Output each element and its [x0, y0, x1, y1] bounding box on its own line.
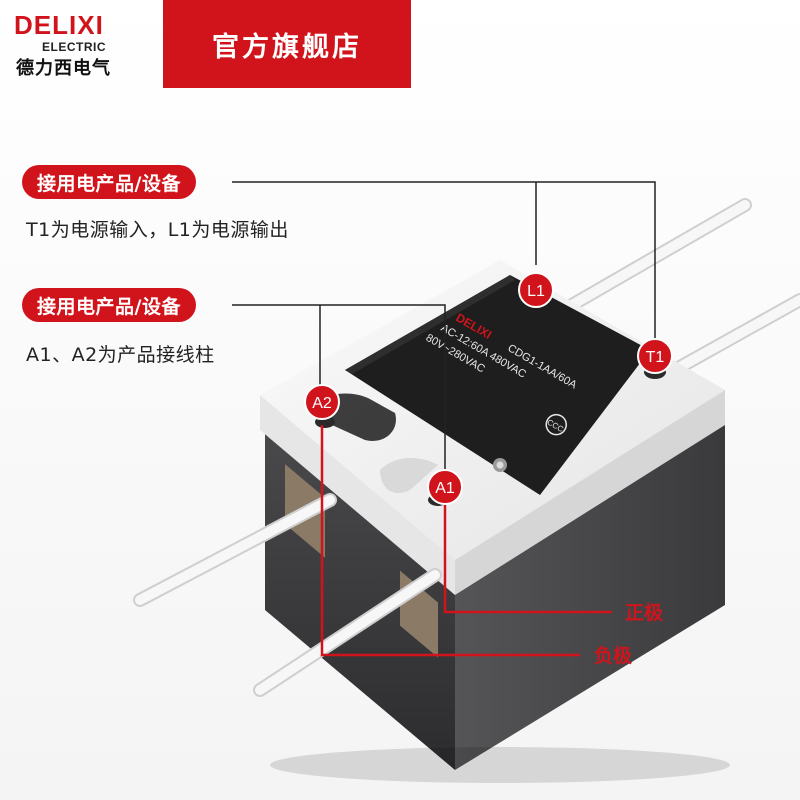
callout-tag-output: 接用电产品/设备 [22, 165, 196, 199]
callout-note-output: T1为电源输入，L1为电源输出 [26, 219, 289, 241]
callout-tag-input: 接用电产品/设备 [22, 288, 196, 322]
terminal-l1-label: L1 [527, 283, 545, 300]
store-label: 官方旗舰店 [212, 31, 362, 63]
callout-note-input: A1、A2为产品接线柱 [26, 344, 215, 366]
negative-pole-label: 负极 [594, 645, 633, 667]
terminal-t1-label: T1 [646, 349, 665, 366]
negative-pole-line [320, 425, 580, 657]
leader-line-a1 [232, 304, 446, 470]
brand-logo: DELIXI ELECTRIC 德力西电气 [8, 6, 158, 79]
terminal-l1: L1 [518, 272, 554, 308]
terminal-a1: A1 [427, 469, 463, 505]
pole-lines [320, 425, 612, 657]
positive-pole-label: 正极 [625, 602, 664, 624]
leader-lines [232, 181, 656, 470]
brand-subtitle: ELECTRIC [42, 40, 106, 54]
brand-name: DELIXI [14, 10, 104, 40]
brand-chinese-name: 德力西电气 [16, 58, 111, 79]
terminal-a2-label: A2 [312, 395, 332, 412]
relay-top-cover [260, 260, 725, 595]
terminal-a1-label: A1 [435, 480, 455, 497]
terminal-t1: T1 [637, 338, 673, 374]
leader-line-t1 [232, 181, 656, 345]
input-wires [133, 493, 442, 697]
store-banner: 官方旗舰店 [163, 0, 411, 88]
positive-pole-line [443, 505, 612, 614]
terminal-a2: A2 [304, 384, 340, 420]
